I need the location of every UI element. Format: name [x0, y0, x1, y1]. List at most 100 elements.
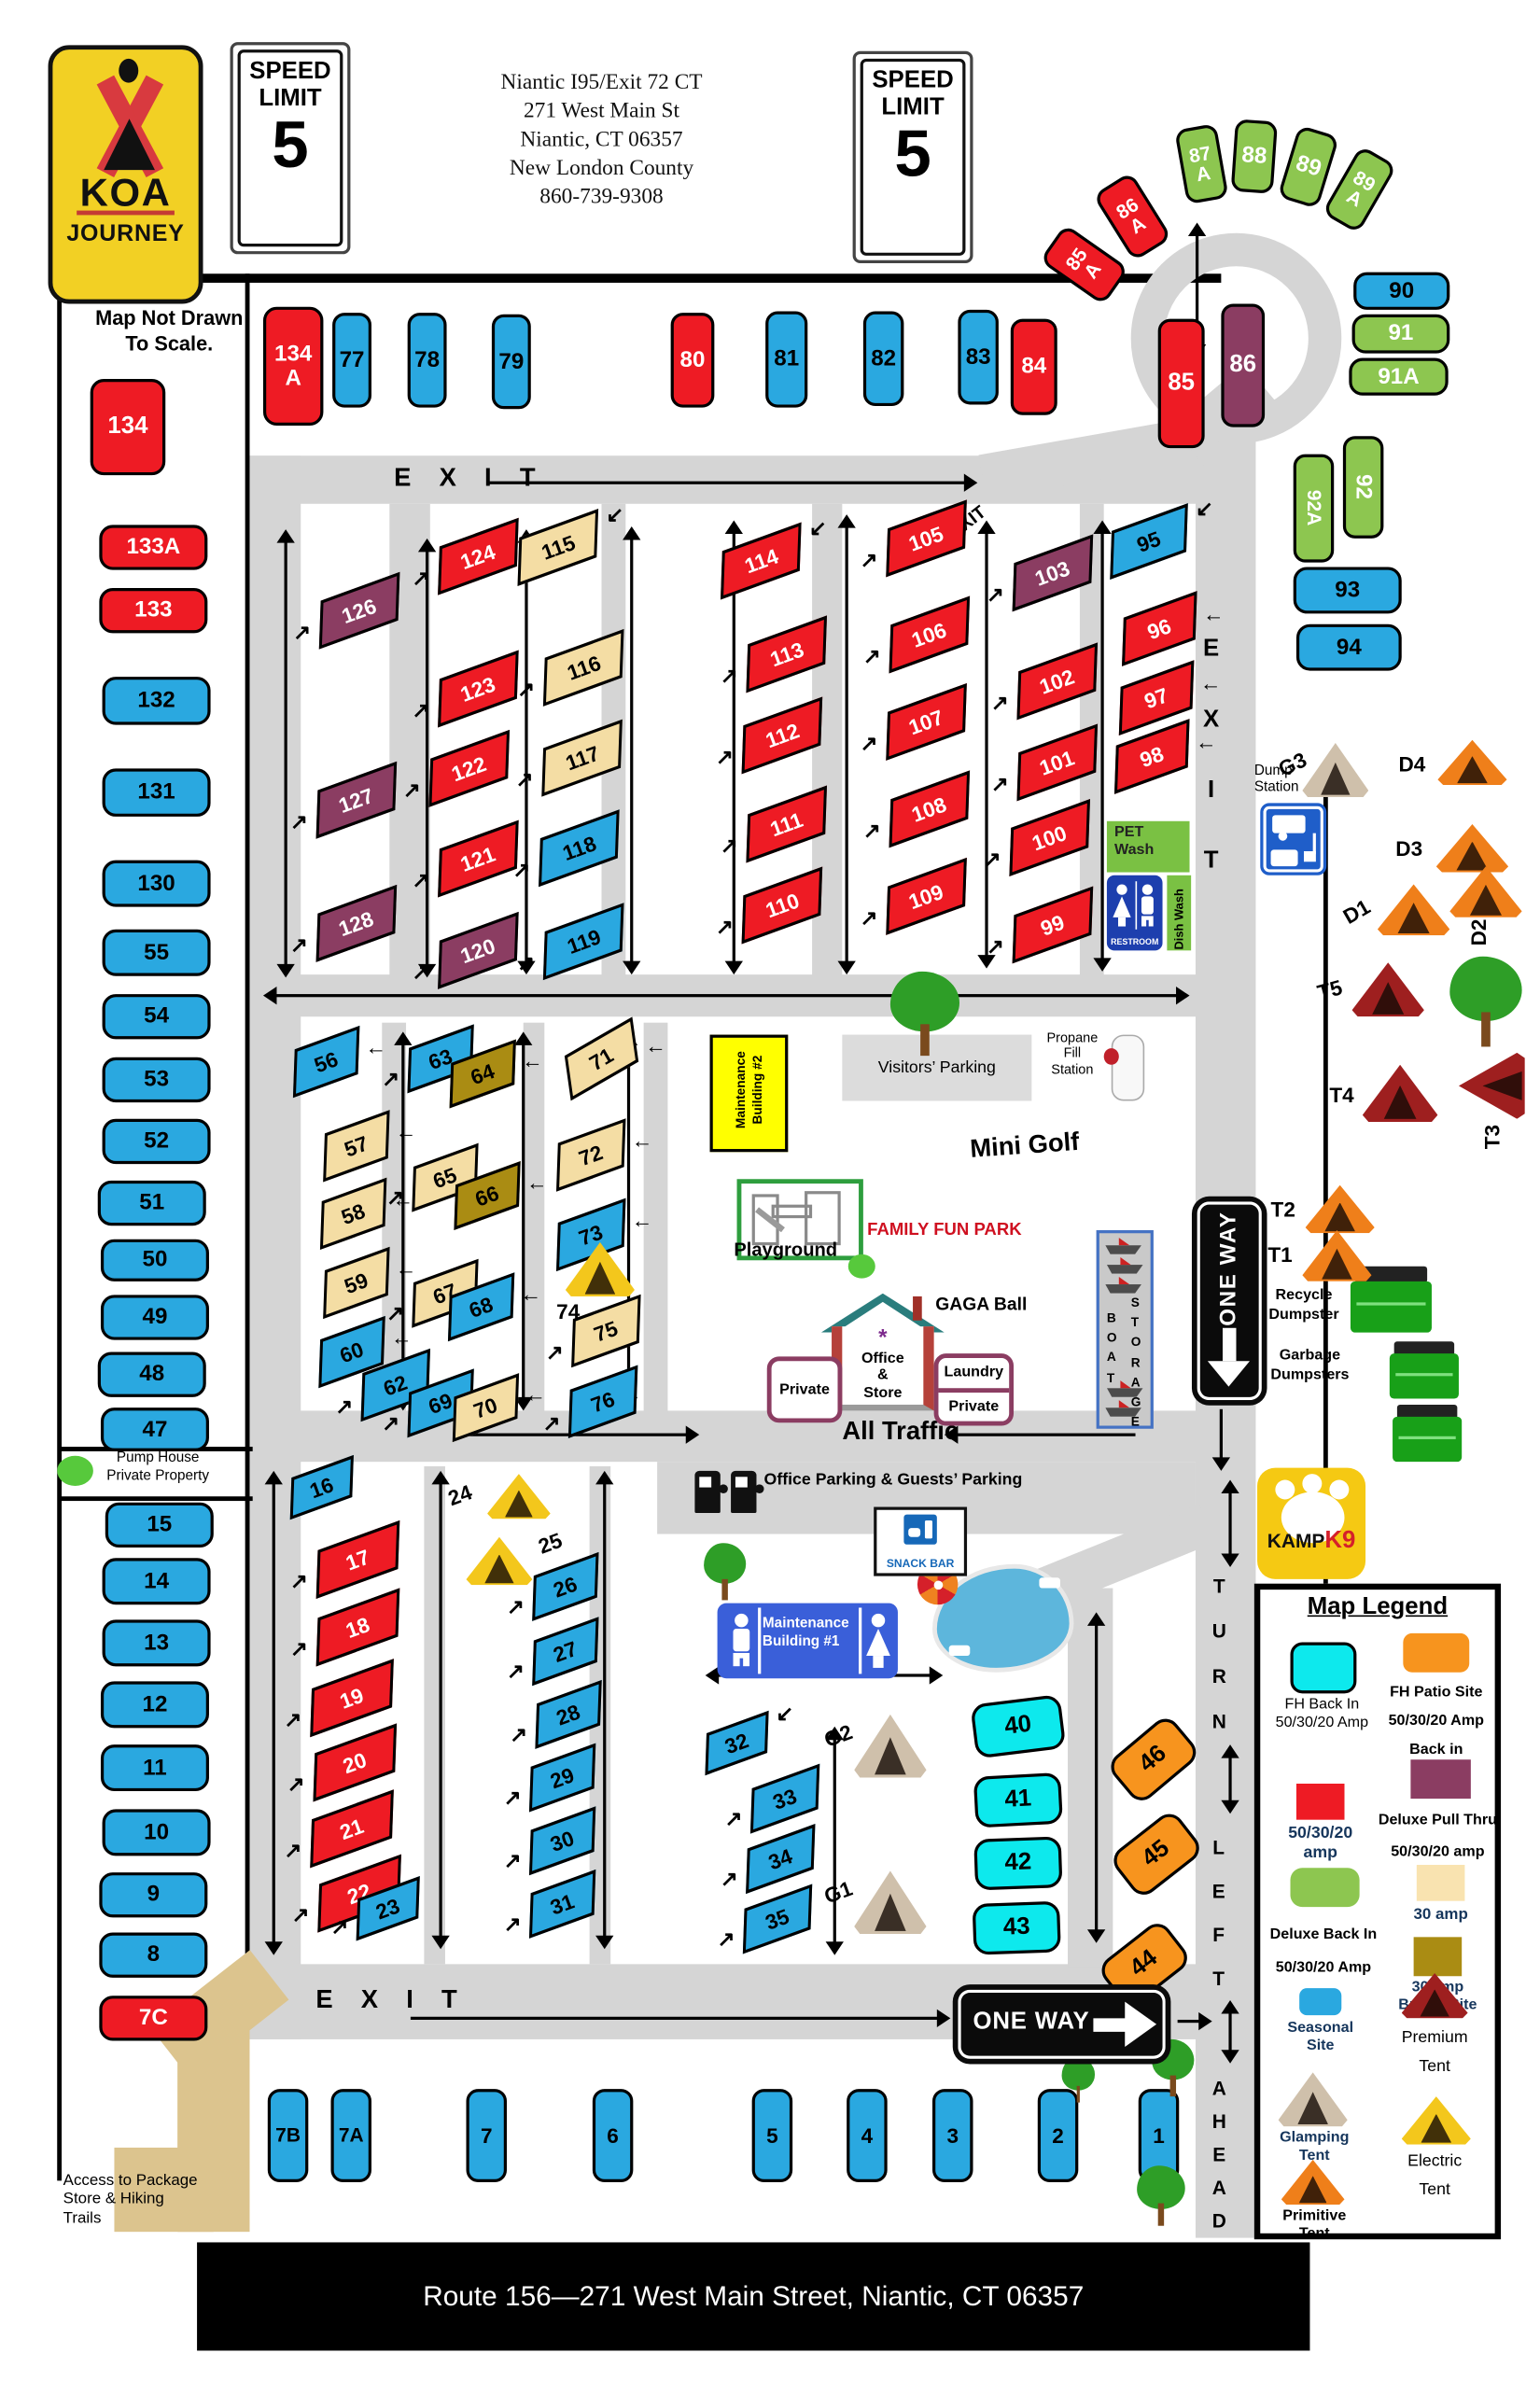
road-arrow-vertical	[837, 514, 856, 975]
road-arrow-vertical	[1093, 520, 1112, 972]
site-arrow-icon: ←	[525, 1169, 548, 1195]
primitive-tent-icon	[1281, 2159, 1345, 2206]
tent-icon-T4	[1362, 1064, 1438, 1123]
site-2: 2	[1037, 2089, 1079, 2182]
site-13: 13	[102, 1619, 211, 1667]
site-55: 55	[102, 929, 211, 976]
boundary-left-outer	[57, 293, 63, 2181]
boat-icon	[1105, 1238, 1141, 1254]
road-arrow-vertical	[264, 1470, 283, 1955]
site-arrow-icon: ↙	[1195, 496, 1213, 521]
tent-label-74: 74	[556, 1299, 581, 1324]
campground-address: Niantic I95/Exit 72 CT 271 West Main St …	[500, 70, 703, 209]
site-arrow-icon: ←	[392, 1186, 414, 1212]
site-91A: 91A	[1349, 357, 1449, 396]
site-arrow-icon: ←	[520, 1281, 542, 1306]
office-asterisk: *	[878, 1324, 888, 1351]
site-56: 56	[292, 1025, 360, 1099]
site-86A: 86 A	[1092, 171, 1173, 262]
legend-30amp: 30 amp	[1413, 1905, 1468, 1924]
boat-icon	[1106, 1257, 1143, 1274]
legend-swatch-deluxe-pull	[1410, 1759, 1471, 1800]
restroom-sign: RESTROOM	[1106, 875, 1163, 951]
site-arrow-icon: ↗	[510, 1721, 528, 1746]
access-note: Access to Package Store & Hiking Trails	[63, 2171, 198, 2227]
road-arrow-vertical	[514, 1031, 533, 1411]
site-42: 42	[973, 1836, 1063, 1891]
site-49: 49	[100, 1295, 209, 1340]
tent-label-D1: D1	[1338, 894, 1375, 929]
site-arrow-icon: ↗	[386, 1184, 405, 1210]
electric-tent-icon	[1401, 2096, 1471, 2145]
site-7A: 7A	[330, 2089, 371, 2182]
site-arrow-icon: ↙	[808, 515, 827, 540]
site-arrow-icon: ←	[522, 1048, 543, 1072]
site-arrow-icon: ↗	[860, 547, 878, 572]
site-arrow-icon: ↙	[606, 502, 624, 526]
site-7B: 7B	[267, 2089, 309, 2182]
site-41: 41	[973, 1772, 1063, 1828]
site-15: 15	[105, 1502, 214, 1548]
map-scale-note: Map Not Drawn To Scale.	[95, 306, 244, 356]
exit-label-bottom: E X I T	[315, 1984, 469, 2014]
site-77: 77	[332, 313, 371, 408]
propane-tank-icon	[1103, 1034, 1145, 1101]
site-121: 121	[438, 819, 519, 898]
site-106: 106	[889, 595, 971, 674]
tree-icon	[889, 971, 960, 1057]
recycle-dumpster-icon	[1350, 1266, 1432, 1333]
site-127: 127	[315, 761, 398, 839]
site-5: 5	[751, 2089, 793, 2182]
site-58: 58	[319, 1177, 387, 1251]
woman-icon	[866, 1613, 890, 1668]
legend-fh-patio: FH Patio Site 50/30/20 Amp Back in	[1388, 1684, 1485, 1758]
site-134A: 134 A	[262, 306, 324, 426]
garbage-dumpsters-label: Garbage Dumpsters	[1270, 1347, 1350, 1383]
man-icon	[729, 1613, 753, 1668]
pump-line-bottom	[60, 1496, 253, 1501]
site-132: 132	[102, 677, 211, 725]
tent-icon-G2	[854, 1714, 927, 1778]
road-arrow-horizontal	[944, 1425, 1143, 1444]
site-20: 20	[313, 1723, 398, 1802]
site-84: 84	[1010, 318, 1057, 415]
legend-swatch-503020	[1295, 1784, 1345, 1820]
laundry-private-box: Laundry Private	[933, 1353, 1015, 1426]
boat-icon	[1105, 1276, 1141, 1294]
snack-icon	[903, 1514, 937, 1545]
site-52: 52	[102, 1118, 211, 1165]
road-arrow-vertical	[517, 529, 536, 975]
tent-label-T2: T2	[1270, 1197, 1295, 1222]
site-arrow-icon: ↗	[382, 1410, 400, 1436]
site-19: 19	[310, 1659, 394, 1738]
tent-icon-T5	[1351, 962, 1424, 1017]
tree-icon	[1137, 2165, 1185, 2226]
recycle-dumpster-label: Recycle Dumpster	[1268, 1287, 1339, 1324]
exit-label-top: E X I T	[394, 463, 546, 492]
site-130: 130	[102, 860, 211, 907]
site-126: 126	[318, 571, 400, 650]
site-29: 29	[528, 1743, 596, 1813]
boat-icon	[1105, 1400, 1141, 1417]
road-arrow-vertical	[724, 520, 743, 975]
site-arrow-icon: ↗	[720, 1866, 738, 1891]
site-arrow-icon: ↗	[287, 1772, 305, 1796]
site-112: 112	[741, 696, 823, 775]
site-11: 11	[100, 1744, 209, 1792]
tent-icon-D4	[1437, 739, 1507, 786]
site-92: 92	[1342, 436, 1384, 539]
site-31: 31	[528, 1869, 596, 1939]
site-arrow-icon: ↗	[382, 1066, 400, 1091]
site-8: 8	[99, 1932, 208, 1978]
site-81: 81	[765, 311, 808, 408]
tent-label-D2: D2	[1465, 918, 1491, 946]
bush-icon	[57, 1455, 93, 1486]
site-47: 47	[100, 1408, 209, 1451]
tent-icon-24	[487, 1474, 551, 1520]
site-21: 21	[310, 1789, 394, 1869]
tree-icon	[704, 1543, 747, 1601]
tent-icon-G3	[1302, 742, 1369, 797]
